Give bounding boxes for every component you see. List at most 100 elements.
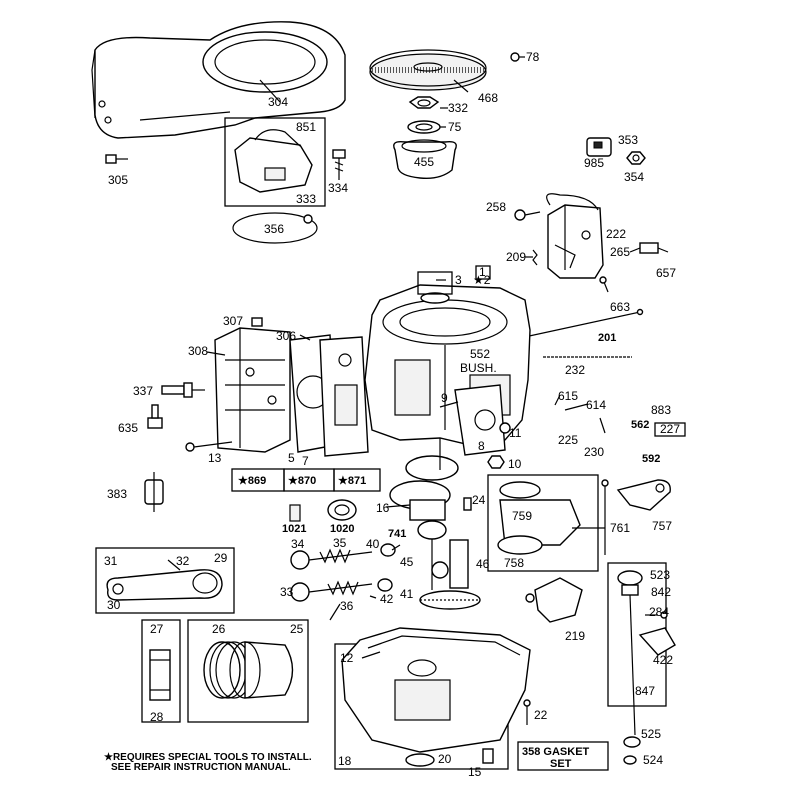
screw-78-part xyxy=(510,52,525,62)
label-758: 758 xyxy=(504,556,524,570)
bracket-assembly-box xyxy=(224,117,326,207)
label-2: ★2 xyxy=(473,273,491,287)
spark-plug-337-part xyxy=(161,382,205,398)
spring-209-part xyxy=(532,249,538,266)
label-40: 40 xyxy=(366,537,380,551)
label-34: 34 xyxy=(291,537,305,551)
label-209: 209 xyxy=(506,250,526,264)
label-219: 219 xyxy=(565,629,585,643)
wire-356-part xyxy=(232,212,318,244)
label-3: 3 xyxy=(455,273,462,287)
bolt-334-part xyxy=(332,149,346,180)
retainer-40-part xyxy=(380,543,396,557)
label-468: 468 xyxy=(478,91,498,105)
oil-sump-box xyxy=(334,627,531,770)
label-757: 757 xyxy=(652,519,672,533)
head-bolt-13-part xyxy=(185,441,233,452)
label-1021: 1021 xyxy=(282,523,306,535)
washer-75-part xyxy=(407,120,441,134)
camshaft-46-part xyxy=(419,539,481,610)
o-ring-524-part xyxy=(623,755,637,765)
label-28: 28 xyxy=(150,710,164,724)
cylinder-block-part xyxy=(364,271,531,446)
label-741: 741 xyxy=(388,528,406,540)
label-851: 851 xyxy=(296,120,316,134)
label-305: 305 xyxy=(108,173,128,187)
intake-valve-34-part xyxy=(290,550,373,570)
label-8: 8 xyxy=(478,439,485,453)
pin-42-part xyxy=(369,595,377,599)
label-332: 332 xyxy=(448,101,468,115)
tappet-45-part xyxy=(431,561,449,579)
label-265: 265 xyxy=(610,245,630,259)
label-1020: 1020 xyxy=(330,523,354,535)
label-759: 759 xyxy=(512,509,532,523)
label-356: 356 xyxy=(264,222,284,236)
gasket-set-label-line2: SET xyxy=(550,758,572,770)
label-525: 525 xyxy=(641,727,661,741)
label-761: 761 xyxy=(610,521,630,535)
piston-pin-box xyxy=(141,619,181,723)
label-284: 284 xyxy=(649,605,669,619)
label-201: 201 xyxy=(598,332,616,344)
label-27: 27 xyxy=(150,622,164,636)
switch-985-part xyxy=(586,137,612,157)
label-258: 258 xyxy=(486,200,506,214)
footnote-line1: ★REQUIRES SPECIAL TOOLS TO INSTALL. xyxy=(104,752,312,763)
label-78: 78 xyxy=(526,50,540,64)
cam-gear-741-part xyxy=(417,520,447,590)
cylinder-head-308-part xyxy=(214,327,291,453)
label-422: 422 xyxy=(653,653,673,667)
label-42: 42 xyxy=(380,592,394,606)
label-635: 635 xyxy=(118,421,138,435)
piston-rings-box xyxy=(187,619,309,723)
label-26: 26 xyxy=(212,622,226,636)
label-663: 663 xyxy=(610,300,630,314)
screw-305-part xyxy=(105,154,128,164)
label-45: 45 xyxy=(400,555,414,569)
label-11: 11 xyxy=(509,426,522,440)
label-24: 24 xyxy=(472,493,486,507)
label-847: 847 xyxy=(635,684,655,698)
label-bush: BUSH. xyxy=(460,361,497,375)
connector-265-part xyxy=(639,242,669,254)
label-225: 225 xyxy=(558,433,578,447)
label-523: 523 xyxy=(650,568,670,582)
label-871: ★871 xyxy=(338,475,366,487)
nut-10-part xyxy=(487,455,505,469)
label-9: 9 xyxy=(441,391,448,405)
label-334: 334 xyxy=(328,181,348,195)
seal-20-part xyxy=(405,753,435,767)
label-30: 30 xyxy=(107,598,121,612)
dipstick-tube-box xyxy=(607,562,676,736)
leader-lines xyxy=(167,79,641,659)
label-842: 842 xyxy=(651,585,671,599)
label-383: 383 xyxy=(107,487,127,501)
gasket-kit-boxes xyxy=(231,468,381,492)
label-333: 333 xyxy=(296,192,316,206)
label-12: 12 xyxy=(340,651,354,665)
label-41: 41 xyxy=(400,587,414,601)
label-222: 222 xyxy=(606,227,626,241)
label-16: 16 xyxy=(376,501,390,515)
label-524: 524 xyxy=(643,753,663,767)
rotating-screen-468-part xyxy=(369,49,487,91)
dipstick-525-part xyxy=(623,736,641,748)
seal-1020-part xyxy=(327,499,357,521)
key-24-part xyxy=(463,497,472,511)
label-308: 308 xyxy=(188,344,208,358)
label-230: 230 xyxy=(584,445,604,459)
label-304: 304 xyxy=(268,95,288,109)
screw-663-part xyxy=(599,276,609,293)
label-20: 20 xyxy=(438,752,452,766)
drain-plug-15-part xyxy=(482,748,494,764)
crankshaft-16-part xyxy=(389,438,459,521)
label-337: 337 xyxy=(133,384,153,398)
screw-22-part xyxy=(523,699,531,725)
label-33: 33 xyxy=(280,585,294,599)
clutch-455-part xyxy=(393,139,457,180)
label-592: 592 xyxy=(642,453,660,465)
label-1: 1 xyxy=(479,265,486,279)
valve-spring-36-part xyxy=(327,580,359,596)
